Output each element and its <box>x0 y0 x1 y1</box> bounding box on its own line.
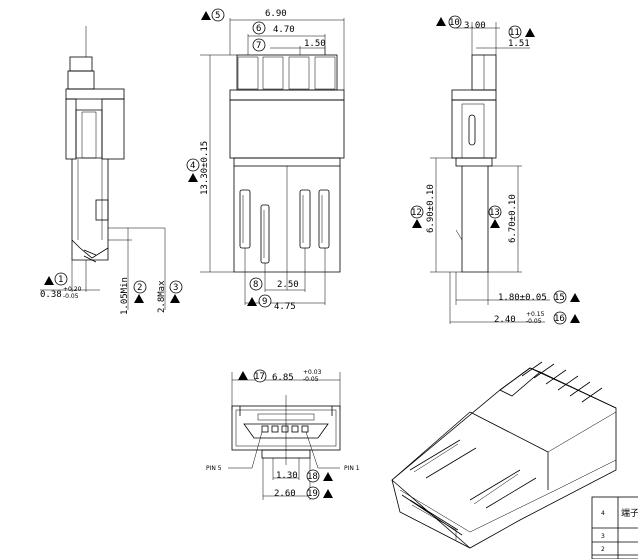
svg-text:6.70±0.10: 6.70±0.10 <box>508 194 518 243</box>
svg-text:17: 17 <box>254 372 265 382</box>
svg-text:3.00: 3.00 <box>464 21 486 31</box>
svg-text:2.8Max: 2.8Max <box>157 280 167 313</box>
svg-text:10: 10 <box>449 18 460 28</box>
svg-text:2: 2 <box>137 283 142 293</box>
table-row-no: 3 <box>601 533 605 540</box>
svg-text:1.05Min: 1.05Min <box>120 277 130 315</box>
dimension-6: 6 4.70 <box>252 21 295 35</box>
svg-text:4.70: 4.70 <box>273 25 295 35</box>
svg-text:11: 11 <box>509 28 520 38</box>
pin-1-label: PIN 1 <box>344 465 360 472</box>
table-row-no: 2 <box>601 546 605 553</box>
svg-text:0.38: 0.38 <box>40 290 62 300</box>
svg-text:8: 8 <box>253 280 258 290</box>
svg-text:1.30: 1.30 <box>276 471 298 481</box>
dimension-1: 1 0.38 +0.20 -0.05 <box>40 272 82 300</box>
pin-labels: PIN 5 PIN 1 <box>206 465 360 472</box>
svg-text:2.60: 2.60 <box>274 489 296 499</box>
svg-text:13: 13 <box>489 208 500 218</box>
dimension-2: 1.05Min 2 <box>120 277 147 315</box>
svg-text:+0.15: +0.15 <box>526 311 545 318</box>
svg-text:4: 4 <box>190 161 195 171</box>
right-side-view <box>430 22 550 324</box>
svg-text:2.50: 2.50 <box>277 280 299 290</box>
dimension-18: 1.30 18 <box>276 469 333 483</box>
svg-text:-0.05: -0.05 <box>526 318 542 325</box>
svg-text:3: 3 <box>173 283 178 293</box>
dimension-8: 8 2.50 <box>249 277 299 291</box>
dimension-3: 2.8Max 3 <box>157 280 183 313</box>
svg-text:6.90±0.10: 6.90±0.10 <box>426 184 436 233</box>
dimension-13: 13 6.70±0.10 <box>488 194 518 243</box>
svg-text:-0.05: -0.05 <box>63 293 79 300</box>
svg-text:9: 9 <box>262 297 267 307</box>
dimension-15: 1.80±0.05 15 <box>498 290 580 304</box>
svg-text:1.51: 1.51 <box>508 39 530 49</box>
svg-text:16: 16 <box>554 314 565 324</box>
svg-text:7: 7 <box>256 41 261 51</box>
svg-text:1.80±0.05: 1.80±0.05 <box>498 293 547 303</box>
svg-text:2.40: 2.40 <box>494 315 516 325</box>
svg-text:6.85: 6.85 <box>272 373 294 383</box>
svg-text:18: 18 <box>307 472 318 482</box>
table-row-name: 端子 <box>621 507 638 519</box>
isometric-view <box>391 361 617 549</box>
svg-text:12: 12 <box>411 208 422 218</box>
dimension-17: 17 6.85 +0.03 -0.05 <box>238 369 322 383</box>
svg-text:13.30±0.15: 13.30±0.15 <box>200 141 210 195</box>
svg-text:5: 5 <box>215 11 220 21</box>
dimension-11: 11 1.51 <box>508 25 535 49</box>
svg-text:4.75: 4.75 <box>274 302 296 312</box>
title-block-table: 4 端子 3 2 <box>591 496 638 559</box>
svg-text:15: 15 <box>554 293 565 303</box>
svg-text:-0.05: -0.05 <box>303 376 319 383</box>
dimension-7: 7 1.50 <box>252 38 326 52</box>
dimension-19: 2.60 19 <box>274 486 333 500</box>
dimension-5: 5 6.90 <box>201 8 287 22</box>
svg-text:+0.03: +0.03 <box>303 369 322 376</box>
svg-text:1.50: 1.50 <box>304 39 326 49</box>
svg-text:+0.20: +0.20 <box>63 286 82 293</box>
svg-text:19: 19 <box>307 489 318 499</box>
dimension-12: 12 6.90±0.10 <box>410 184 436 233</box>
front-view <box>200 18 345 305</box>
dimension-9: 9 4.75 <box>247 294 296 312</box>
end-view <box>228 372 341 500</box>
svg-text:6.90: 6.90 <box>265 9 287 19</box>
side-section-view <box>40 26 166 310</box>
svg-text:6: 6 <box>256 24 261 34</box>
dimension-4: 4 13.30±0.15 <box>186 141 210 195</box>
dimension-10: 10 3.00 <box>436 15 486 31</box>
svg-text:1: 1 <box>58 275 63 285</box>
pin-5-label: PIN 5 <box>206 465 222 472</box>
dimension-16: 2.40 +0.15 -0.05 16 <box>494 311 580 325</box>
table-row-no: 4 <box>601 510 605 517</box>
